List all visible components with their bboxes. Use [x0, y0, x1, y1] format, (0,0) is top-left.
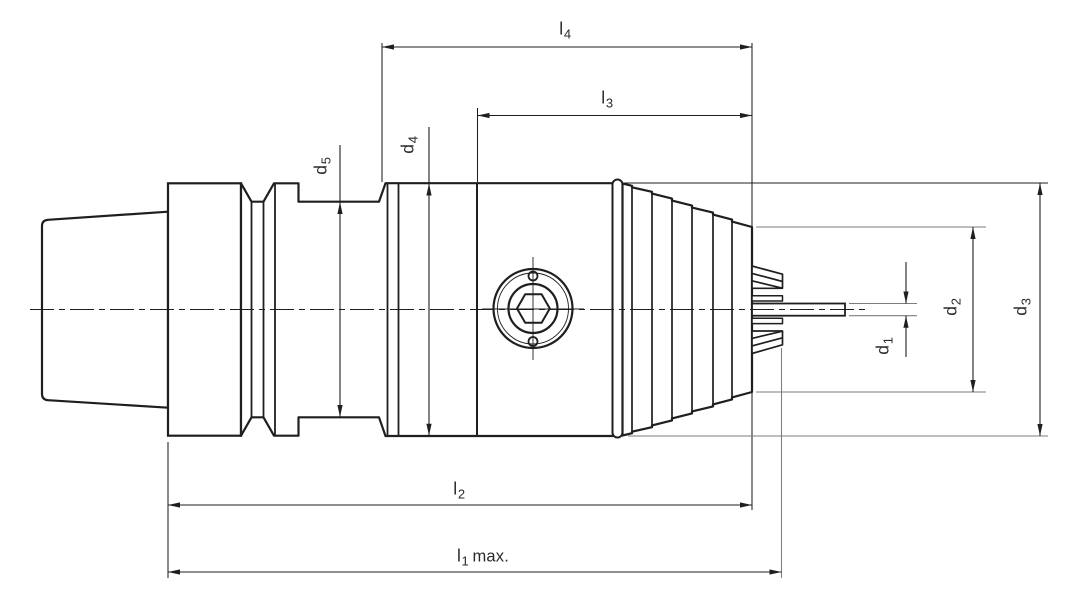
- pin-hole-top: [527, 270, 539, 282]
- jaw-top: [751, 265, 784, 302]
- dim-label-l4: l4: [559, 18, 572, 42]
- jaw-bottom: [751, 317, 784, 355]
- extension-lines-dark: [167, 43, 1048, 578]
- hex-socket: [492, 267, 574, 350]
- dim-label-d3: d3: [1010, 297, 1034, 316]
- dim-label-d4: d4: [397, 135, 421, 154]
- dim-label-d1: d1: [872, 336, 896, 355]
- dim-label-l3: l3: [601, 87, 614, 111]
- dimension-arrowheads: [168, 44, 1043, 575]
- hex-recess: [516, 293, 551, 324]
- dim-label-d2: d2: [940, 297, 964, 316]
- dimension-lines: [168, 46, 1041, 573]
- pin-hole-bottom: [527, 336, 539, 347]
- dim-label-l2: l2: [453, 478, 466, 502]
- dim-label-d5: d5: [310, 156, 334, 175]
- hex-crosshair: [482, 257, 584, 360]
- bead-ring: [611, 178, 624, 439]
- extension-lines-gray: [628, 226, 1048, 578]
